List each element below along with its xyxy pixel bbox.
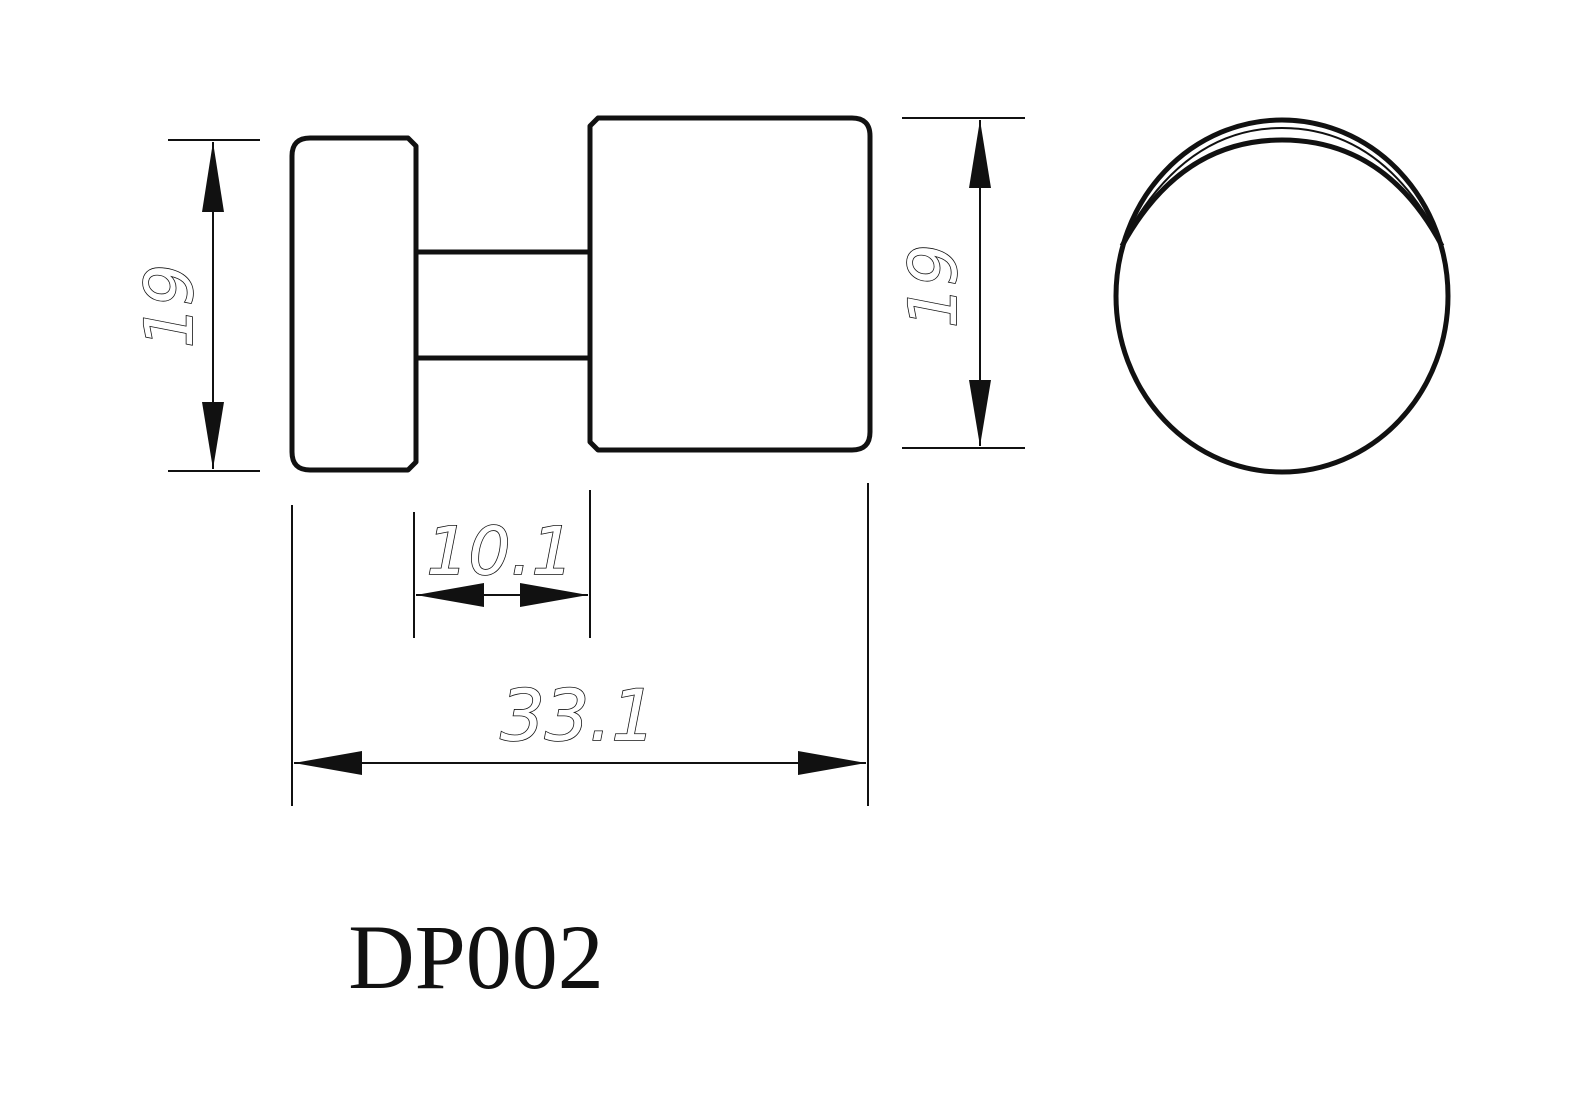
right-arrow-down bbox=[969, 380, 991, 446]
left-arrow-up bbox=[202, 142, 224, 212]
base-plate-outline bbox=[289, 135, 419, 473]
end-view-inner-arc bbox=[1119, 137, 1445, 248]
end-view-inner-arc-thin bbox=[1125, 126, 1439, 237]
left-height-dimension: 19 bbox=[130, 139, 260, 472]
side-view bbox=[289, 115, 873, 473]
right-height-dimension: 19 bbox=[894, 117, 1025, 449]
overall-length-label: 33.1 bbox=[500, 675, 656, 757]
stem-arrow-right bbox=[520, 583, 588, 607]
end-view-outer-circle bbox=[1113, 117, 1451, 475]
stem-arrow-left bbox=[416, 583, 484, 607]
overall-length-dimension: 33.1 bbox=[291, 483, 869, 806]
knob-head-outline bbox=[587, 115, 873, 453]
right-arrow-up bbox=[969, 120, 991, 188]
left-arrow-down bbox=[202, 402, 224, 469]
stem-length-dimension: 10.1 bbox=[413, 490, 591, 638]
overall-arrow-right bbox=[798, 751, 866, 775]
right-height-label: 19 bbox=[895, 244, 972, 328]
model-code-label: DP002 bbox=[348, 906, 604, 1008]
overall-arrow-left bbox=[294, 751, 362, 775]
left-height-label: 19 bbox=[131, 264, 208, 348]
stem-length-label: 10.1 bbox=[427, 513, 574, 590]
end-view bbox=[1113, 117, 1451, 475]
